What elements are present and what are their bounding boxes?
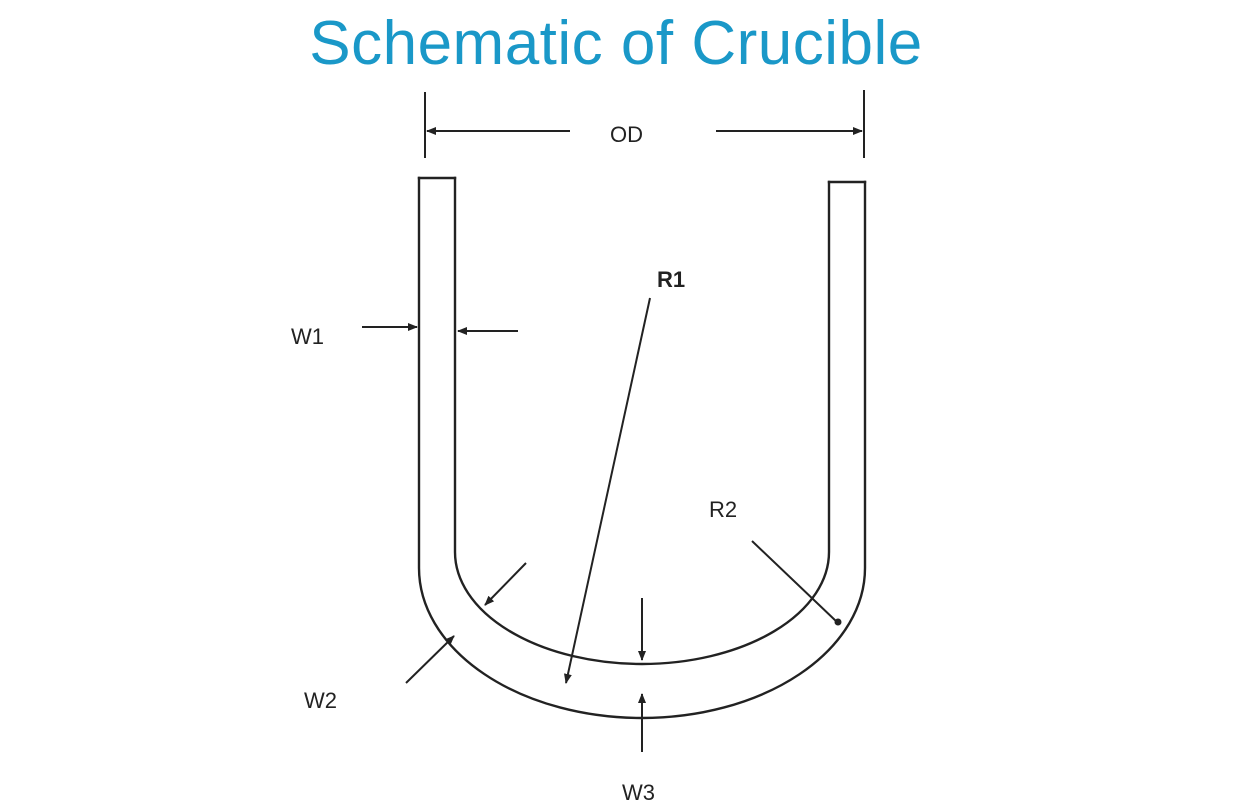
w2-arrow-inner — [484, 562, 527, 606]
od-label: OD — [610, 122, 643, 147]
w2-label: W2 — [304, 688, 337, 713]
w2-arrow-outer — [405, 635, 455, 684]
w1-label: W1 — [291, 324, 324, 349]
r1-leader — [564, 297, 651, 684]
r2-leader — [751, 540, 838, 623]
crucible-inner-wall — [453, 176, 831, 666]
w3-label: W3 — [622, 780, 655, 802]
r2-label: R2 — [709, 497, 737, 522]
page-title: Schematic of Crucible — [309, 9, 923, 78]
r1-label: R1 — [657, 267, 685, 292]
r2-leader-dot — [834, 618, 842, 626]
